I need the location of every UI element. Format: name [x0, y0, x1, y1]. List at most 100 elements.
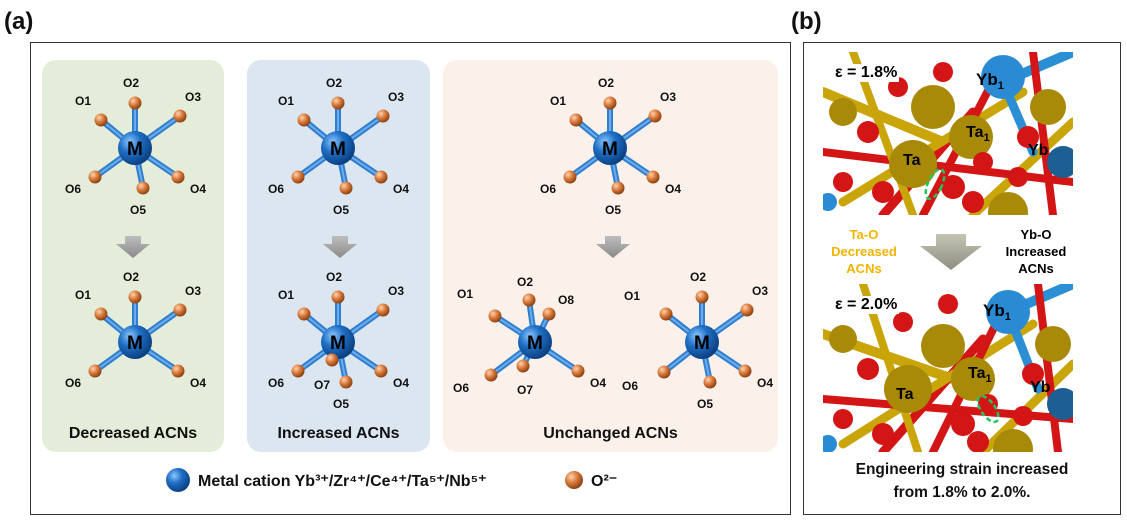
- panel-b-frame: [803, 42, 1121, 515]
- oxygen-atom: [569, 113, 583, 127]
- oxygen-label: O4: [190, 182, 206, 196]
- oxygen-atom: [88, 170, 102, 184]
- oxygen-label: O3: [388, 284, 404, 298]
- oxygen-label: O6: [268, 182, 284, 196]
- oxygen-atom: [603, 96, 617, 110]
- strain-label-top: ε = 1.8%: [833, 64, 900, 82]
- oxygen-label: O7: [517, 383, 533, 397]
- oxygen-label: O4: [590, 376, 606, 390]
- oxygen-atom: [695, 290, 709, 304]
- oxygen-label: O1: [75, 94, 91, 108]
- metal-atom: [518, 325, 552, 359]
- oxygen-label: O8: [558, 293, 574, 307]
- oxygen-label: O4: [393, 182, 409, 196]
- oxygen-atom: [339, 375, 353, 389]
- legend-metal-label: Metal cation Yb³⁺/Zr⁴⁺/Ce⁴⁺/Ta⁵⁺/Nb⁵⁺: [198, 473, 487, 490]
- octahedra-diagram: MO1O2O3O4O5O6MO1O2O3O4O6MO1O2O3O4O5O6MO1…: [65, 76, 773, 492]
- oxygen-label: O1: [278, 288, 294, 302]
- metal-atom: [321, 131, 355, 165]
- caption-increased-acns: Increased ACNs: [277, 425, 400, 442]
- oxygen-label: O2: [326, 270, 342, 284]
- oxygen-atom: [173, 109, 187, 123]
- metal-atom: [685, 325, 719, 359]
- oxygen-atom: [88, 364, 102, 378]
- down-arrow-icon: [116, 236, 150, 258]
- down-arrow-icon: [920, 234, 982, 270]
- oxygen-atom: [646, 170, 660, 184]
- atom-label-yb1: Yb1: [983, 301, 1011, 323]
- metal-atom: [593, 131, 627, 165]
- atom-label-yb: Yb: [1028, 142, 1049, 159]
- oxygen-label: O3: [388, 90, 404, 104]
- crystal-structure-top: Yb1 Ta1 Ta Yb: [823, 52, 1073, 215]
- oxygen-label: O2: [598, 76, 614, 90]
- atom-label-ta1: Ta1: [966, 124, 990, 144]
- legend-oxygen-label: O²⁻: [591, 473, 617, 490]
- oxygen-atom: [376, 303, 390, 317]
- oxygen-label: O2: [123, 76, 139, 90]
- oxygen-label: O5: [333, 397, 349, 411]
- oxygen-label: O5: [333, 203, 349, 217]
- metal-label: M: [330, 333, 346, 354]
- oxygen-atom: [136, 181, 150, 195]
- oxygen-atom: [291, 170, 305, 184]
- oxygen-label: O1: [550, 94, 566, 108]
- oxygen-atom: [374, 364, 388, 378]
- atom-label-ta1: Ta1: [968, 365, 992, 385]
- oxygen-atom: [522, 293, 536, 307]
- metal-label: M: [127, 333, 143, 354]
- oxygen-atom: [611, 181, 625, 195]
- metal-label: M: [127, 139, 143, 160]
- oxygen-label: O4: [393, 376, 409, 390]
- oxygen-atom: [297, 113, 311, 127]
- legend-metal-sphere: [166, 468, 190, 492]
- oxygen-atom: [516, 359, 530, 373]
- metal-label: M: [330, 139, 346, 160]
- oxygen-label: O1: [457, 287, 473, 301]
- oxygen-atom: [703, 375, 717, 389]
- panel-a-label: (a): [4, 8, 34, 35]
- metal-label: M: [694, 333, 710, 354]
- oxygen-label: O3: [185, 284, 201, 298]
- oxygen-atom: [484, 368, 498, 382]
- atom-label-ta: Ta: [903, 152, 921, 169]
- down-arrow-icon: [596, 236, 630, 258]
- strain-label-bottom: ε = 2.0%: [833, 296, 900, 314]
- oxygen-atom: [374, 170, 388, 184]
- metal-label: M: [527, 333, 543, 354]
- oxygen-label: O6: [65, 376, 81, 390]
- oxygen-label: O1: [624, 289, 640, 303]
- oxygen-label: O1: [278, 94, 294, 108]
- crystal-structure-bottom: Yb1 Ta1 Ta Yb: [823, 284, 1073, 452]
- oxygen-label: O5: [130, 203, 146, 217]
- oxygen-atom: [297, 307, 311, 321]
- oxygen-atom: [659, 307, 673, 321]
- oxygen-label: O6: [65, 182, 81, 196]
- oxygen-label: O2: [326, 76, 342, 90]
- oxygen-label: O2: [123, 270, 139, 284]
- down-arrow-icon: [323, 236, 357, 258]
- caption-decreased-acns: Decreased ACNs: [68, 425, 198, 442]
- oxygen-atom: [331, 290, 345, 304]
- legend-oxygen-sphere: [565, 471, 583, 489]
- oxygen-atom: [648, 109, 662, 123]
- oxygen-atom: [171, 170, 185, 184]
- metal-atom: [118, 131, 152, 165]
- atom-label-yb: Yb: [1030, 379, 1051, 396]
- metal-atom: [118, 325, 152, 359]
- panel-b-label: (b): [791, 8, 822, 35]
- yb-o-increased-note: Yb-O Increased ACNs: [1005, 227, 1067, 276]
- atom-label-ta: Ta: [896, 386, 914, 403]
- oxygen-atom: [738, 364, 752, 378]
- panel-a-frame: [30, 42, 791, 515]
- oxygen-label: O6: [622, 379, 638, 393]
- oxygen-atom: [173, 303, 187, 317]
- atom-label-yb1: Yb1: [976, 70, 1004, 92]
- metal-atom: [321, 325, 355, 359]
